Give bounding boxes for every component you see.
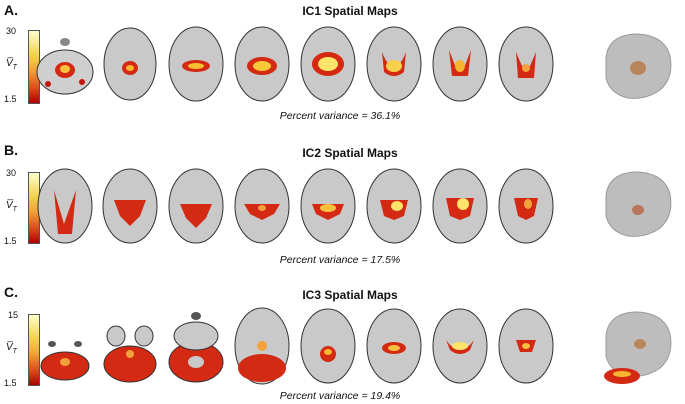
panel-letter: A.: [4, 2, 18, 18]
panel-title: IC3 Spatial Maps: [302, 288, 398, 302]
panel-title: IC1 Spatial Maps: [302, 4, 398, 18]
brain-slice-row: [34, 306, 564, 386]
brain-3d-render: [605, 33, 672, 99]
brain-slice: [168, 26, 224, 102]
brain-slice: [432, 308, 488, 384]
panel-a: A. IC1 Spatial Maps 30 V̅T 1.5: [0, 0, 685, 130]
colorbar-symbol: V̅T: [6, 200, 17, 213]
panel-letter: C.: [4, 284, 18, 300]
panel-letter: B.: [4, 142, 18, 158]
brain-slice: [300, 26, 356, 102]
brain-slice: [36, 38, 94, 95]
colorbar-symbol: V̅T: [6, 342, 17, 355]
brain-3d-render: [605, 171, 672, 237]
brain-slice: [168, 312, 224, 383]
brain-slice: [168, 168, 224, 244]
brain-3d-render: [604, 311, 672, 384]
colorbar-max-label: 30: [6, 168, 17, 178]
colorbar-min-label: 1.5: [4, 236, 17, 246]
brain-slice: [234, 26, 290, 102]
colorbar-min-label: 1.5: [4, 378, 17, 388]
brain-slice: [366, 26, 422, 102]
brain-slice-row: [34, 164, 564, 246]
brain-slice: [498, 168, 554, 244]
brain-slice: [103, 325, 157, 383]
brain-slice: [234, 168, 290, 244]
panel-title: IC2 Spatial Maps: [302, 146, 398, 160]
brain-slice: [300, 168, 356, 244]
variance-label: Percent variance = 19.4%: [279, 390, 401, 402]
brain-slice: [40, 341, 90, 381]
panel-c: C. IC3 Spatial Maps 15 V̅T 1.5: [0, 282, 685, 404]
brain-slice: [432, 168, 488, 244]
colorbar-symbol: V̅T: [6, 58, 17, 71]
brain-slice: [366, 168, 422, 244]
brain-slice-row: [34, 22, 564, 104]
brain-slice: [37, 168, 93, 244]
brain-slice: [300, 308, 356, 384]
variance-label: Percent variance = 17.5%: [279, 254, 401, 266]
brain-slice: [498, 308, 554, 384]
variance-label: Percent variance = 36.1%: [279, 110, 401, 122]
colorbar-gradient: [28, 314, 40, 386]
brain-slice: [102, 168, 158, 244]
colorbar-min-label: 1.5: [4, 94, 17, 104]
colorbar-max-label: 15: [8, 310, 19, 320]
panel-b: B. IC2 Spatial Maps 30 V̅T 1.5: [0, 140, 685, 270]
brain-slice: [366, 308, 422, 384]
brain-slice: [234, 307, 290, 385]
brain-slice: [432, 26, 488, 102]
brain-slice: [103, 27, 157, 101]
colorbar-max-label: 30: [6, 26, 17, 36]
brain-slice: [498, 26, 554, 102]
